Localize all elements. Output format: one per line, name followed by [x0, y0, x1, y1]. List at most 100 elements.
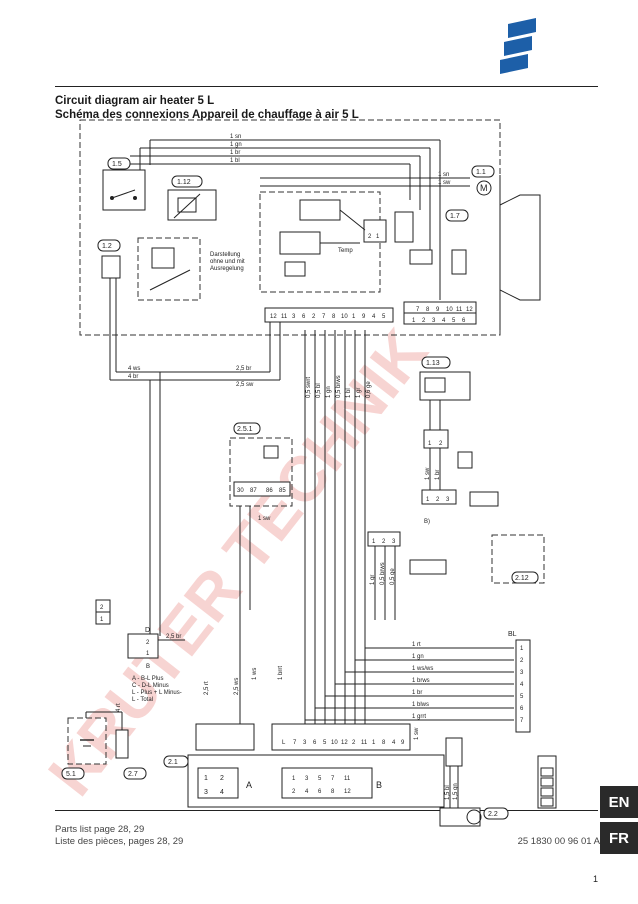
heater-outlet-shape	[499, 194, 541, 301]
connector-3pin: 1 2 3 1 gr 0,5 brws 0,5 ge	[367, 531, 447, 620]
label-2-2: 2.2	[488, 811, 498, 818]
plug-b-pin-12: 12	[344, 789, 351, 795]
display-note: Darstellung ohne und mit Ausregelung	[137, 237, 245, 301]
motor-wire-2: 1,5 gn	[453, 783, 459, 800]
plug-a-label: A	[246, 780, 252, 790]
bl-pin-7: 7	[520, 718, 524, 724]
relay-term-87: 87	[250, 488, 257, 494]
bl-wire-5: 1 br	[412, 690, 422, 696]
lower-wire-label-7: 1 sw	[414, 727, 420, 740]
svg-text:2: 2	[100, 605, 104, 611]
plug-b-label: B	[376, 780, 382, 790]
label-2-1: 2.1	[168, 759, 178, 766]
svg-text:1: 1	[376, 234, 380, 240]
lower-term-3: 3	[303, 740, 307, 746]
svg-text:2: 2	[368, 234, 372, 240]
lower-term-7: 12	[341, 740, 348, 746]
grid-bot-2: 2	[422, 318, 426, 324]
term-top-8: 10	[341, 314, 348, 320]
grid-top-2: 8	[426, 307, 430, 313]
plug-a-pin-3: 3	[204, 789, 208, 796]
harness-label-1: 4 ws	[128, 366, 140, 372]
plug-b-pin-1: 1	[292, 776, 296, 782]
plug-legend-3: L - Plus + L Minus-	[132, 690, 182, 696]
language-tab-en[interactable]: EN	[600, 786, 638, 818]
bl-wire-6: 1 blws	[412, 702, 429, 708]
plug-d: 21 D 21 B 2,5 br A - B-L Plus C - D-L Mi…	[95, 599, 185, 703]
relay-term-85: 85	[279, 488, 286, 494]
bl-pin-2: 2	[520, 658, 524, 664]
lower-term-6: 10	[331, 740, 338, 746]
plug-b-pin-7: 7	[331, 776, 335, 782]
component-2-5-1-relay: 2.5.1 30 87 86 85 1 sw	[229, 422, 293, 725]
vwire-label-2: 0,5 bl	[316, 383, 322, 398]
conn-a-pin-2: 2	[382, 539, 386, 545]
bl-plug-pictogram	[537, 755, 557, 809]
grid-top-6: 12	[466, 307, 473, 313]
bl-pin-1: 1	[520, 646, 524, 652]
plug-a-pin-2: 2	[220, 775, 224, 782]
plug-b-pin-2: 2	[292, 789, 296, 795]
lower-term-12: 4	[392, 740, 396, 746]
label-1-1: 1.1	[476, 169, 486, 176]
svg-text:1: 1	[146, 651, 150, 657]
vwire-label-3: 1 gn	[326, 386, 332, 398]
conn-a-wire-3: 0,5 ge	[390, 568, 396, 585]
document-number: 25 1830 00 96 01 A	[517, 836, 600, 847]
sensor-wire-2: 1 br	[435, 470, 441, 480]
label-1-2: 1.2	[102, 243, 112, 250]
grid-top-5: 11	[456, 307, 463, 313]
motor-wire-1: 1,5 bl	[445, 785, 451, 800]
term-top-9: 1	[352, 314, 356, 320]
terminal-strip-top: 12 11 3 6 2 7 8 10 1 9 4 5	[264, 307, 394, 323]
term-top-11: 4	[372, 314, 376, 320]
grid-bot-4: 4	[442, 318, 446, 324]
lower-term-4: 6	[313, 740, 317, 746]
wire-label-top-6: 1 sw	[438, 180, 451, 186]
eberspaecher-logo-icon	[498, 18, 542, 87]
bl-pin-4: 4	[520, 682, 524, 688]
grid-bot-1: 1	[412, 318, 416, 324]
term-top-2: 11	[281, 314, 288, 320]
component-2-12-switch: 2.12	[491, 534, 545, 584]
grid-top-4: 10	[446, 307, 453, 313]
lower-wire-label-6: 4 rt	[116, 703, 122, 712]
label-1-5: 1.5	[112, 161, 122, 168]
title-english: Circuit diagram air heater 5 L	[55, 95, 215, 107]
bl-wire-2: 1 gn	[412, 654, 424, 660]
lower-wire-label-1: 2,5 br	[166, 634, 181, 640]
temp-label: Temp	[338, 248, 353, 254]
plug-b-pin-6: 6	[318, 789, 322, 795]
lower-term-8: 2	[352, 740, 356, 746]
label-1-12: 1.12	[177, 179, 191, 186]
lower-term-2: 7	[293, 740, 297, 746]
term-top-4: 6	[302, 314, 306, 320]
sensor-pin-1: 1	[428, 441, 432, 447]
title-french: Schéma des connexions Appareil de chauff…	[55, 108, 359, 121]
footer-rule	[55, 810, 598, 811]
vwire-label-5: 1 bl	[346, 388, 352, 398]
bl-pin-6: 6	[520, 706, 524, 712]
grid-bot-3: 3	[432, 318, 436, 324]
term-top-6: 7	[322, 314, 326, 320]
relay-wire-label: 1 sw	[258, 516, 271, 522]
bl-wire-4: 1 brws	[412, 678, 430, 684]
top-wire-bundle: 1 sn 1 gn 1 br 1 bl 1 sn 1 sw	[120, 134, 470, 187]
term-top-7: 8	[332, 314, 336, 320]
language-tab-fr[interactable]: FR	[600, 822, 638, 854]
component-1-13-sensor: 1.13 1 2 1 sw 1 br 1 2 3 B)	[419, 356, 499, 525]
lower-wire-label-3: 2,5 ws	[234, 678, 240, 695]
plug-b-pin-11: 11	[344, 776, 351, 782]
sensor3-pin-1: 1	[426, 497, 430, 503]
label-2-5-1: 2.5.1	[237, 426, 253, 433]
sensor3-pin-3: 3	[446, 497, 450, 503]
component-1-2-glow-plug: 1.2	[97, 239, 121, 380]
term-top-1: 12	[270, 314, 277, 320]
page-number: 1	[592, 874, 598, 884]
connector-grid-12pin: 7 8 9 10 11 12 1 2 3 4 5 6	[403, 301, 477, 325]
harness-label-3: 2,5 br	[236, 366, 251, 372]
conn-a-wire-2: 0,5 brws	[380, 562, 386, 585]
conn-a-pin-1: 1	[372, 539, 376, 545]
note-line-3: Ausregelung	[210, 266, 244, 272]
